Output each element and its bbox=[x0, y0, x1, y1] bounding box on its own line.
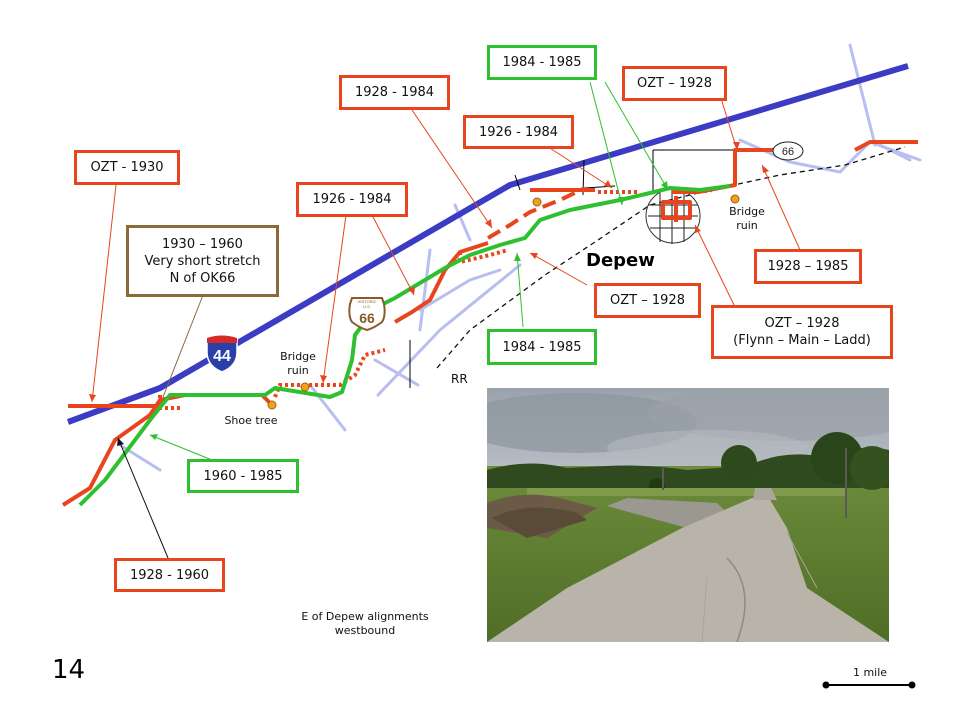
map-caption: E of Depew alignments westbound bbox=[301, 610, 429, 637]
scale-bar bbox=[822, 681, 916, 689]
shoe-tree-marker bbox=[267, 400, 277, 410]
bridge-ruin-west-marker bbox=[300, 382, 310, 392]
historic-shield-top: HISTORIC bbox=[357, 299, 376, 304]
shoe-tree-label: Shoe tree bbox=[224, 414, 278, 427]
railroad-label: RR bbox=[451, 372, 468, 386]
minor-roads bbox=[118, 43, 922, 472]
callout-leaders bbox=[91, 81, 801, 559]
callout-1928-1984: 1928 - 1984 bbox=[339, 75, 450, 110]
callout-ozt-1928-mid: OZT – 1928 bbox=[594, 283, 701, 318]
bridge-ruin-west-label: Bridge ruin bbox=[280, 350, 316, 377]
callout-1928-1960: 1928 - 1960 bbox=[114, 558, 225, 592]
route-66-oval-icon: 66 bbox=[772, 141, 804, 161]
callout-ozt-1930: OZT - 1930 bbox=[74, 150, 180, 185]
callout-ozt-1928-flynn: OZT – 1928 (Flynn – Main – Ladd) bbox=[711, 305, 893, 359]
town-label-depew: Depew bbox=[586, 250, 655, 271]
callout-1984-1985-bottom: 1984 - 1985 bbox=[487, 329, 597, 365]
callout-arrowheads bbox=[89, 142, 769, 446]
bridge-ruin-east-label: Bridge ruin bbox=[729, 205, 765, 232]
historic-route-66-shield-icon: HISTORIC U.S. 66 bbox=[348, 297, 386, 332]
callout-1930-1960: 1930 – 1960 Very short stretch N of OK66 bbox=[126, 225, 279, 297]
callout-1926-1984-mid: 1926 - 1984 bbox=[296, 182, 408, 217]
road-photo bbox=[487, 388, 889, 642]
callout-1984-1985-top: 1984 - 1985 bbox=[487, 45, 597, 80]
alignment-orange-dashed bbox=[486, 186, 586, 240]
callout-1960-1985: 1960 - 1985 bbox=[187, 459, 299, 493]
page-number: 14 bbox=[52, 655, 86, 685]
callout-ozt-1928-top: OZT – 1928 bbox=[622, 66, 727, 101]
historic-shield-number: 66 bbox=[359, 310, 375, 326]
marker-near-1928-1984 bbox=[532, 197, 542, 207]
interstate-44-number: 44 bbox=[213, 348, 231, 365]
bridge-ruin-east-marker bbox=[730, 194, 740, 204]
historic-shield-us: U.S. bbox=[363, 304, 371, 309]
callout-1928-1985: 1928 – 1985 bbox=[754, 249, 862, 284]
alignment-green bbox=[78, 184, 731, 507]
scale-label: 1 mile bbox=[852, 666, 888, 679]
route-66-oval-number: 66 bbox=[782, 146, 794, 158]
callout-1926-1984-top: 1926 - 1984 bbox=[463, 115, 574, 149]
interstate-44-shield-icon: 44 bbox=[206, 334, 238, 373]
